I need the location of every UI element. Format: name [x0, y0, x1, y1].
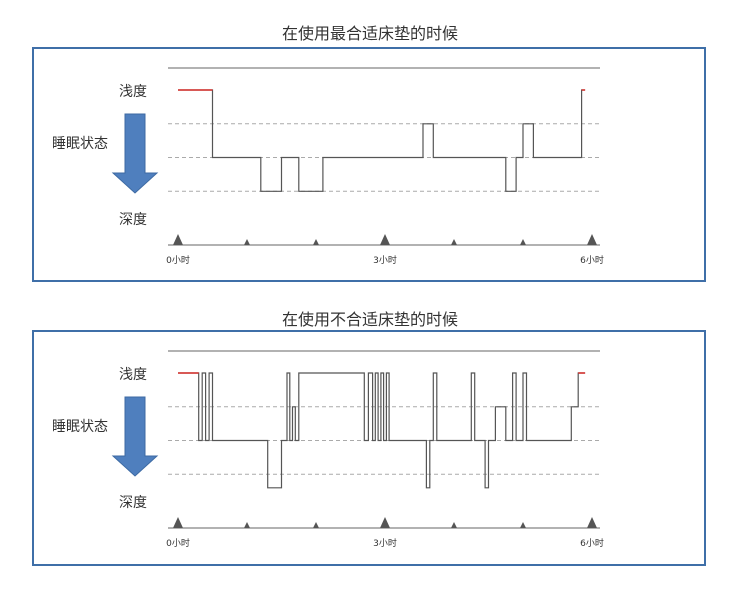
panel-1-frame [32, 47, 706, 282]
panel-1-title: 在使用最合适床垫的时候 [281, 24, 458, 43]
chart-2-tick-marker [244, 522, 250, 528]
chart-1-tick-marker [173, 234, 183, 245]
panel-2-title: 在使用不合适床垫的时候 [281, 310, 458, 329]
chart-1-y-label-deep: 深度 [119, 212, 147, 228]
chart-2-x-tick-label: 0小时 [166, 537, 190, 549]
chart-2-sleep-series-line [178, 372, 586, 489]
chart-2-tick-marker [520, 522, 526, 528]
chart-2-y-axis-title: 睡眠状态 [52, 419, 108, 435]
chart-1-y-axis-title: 睡眠状态 [52, 136, 108, 152]
chart-2-tick-marker [451, 522, 457, 528]
chart-2-down-arrow-icon [111, 396, 159, 477]
chart-1-tick-marker [451, 239, 457, 245]
chart-1-x-tick-label: 6小时 [580, 254, 604, 266]
chart-1-tick-marker [587, 234, 597, 245]
chart-2-tick-marker [587, 517, 597, 528]
chart-2-x-tick-label: 3小时 [373, 537, 397, 549]
chart-1-tick-marker [380, 234, 390, 245]
chart-1-sleep-series-line [178, 89, 586, 192]
chart-1-x-tick-label: 3小时 [373, 254, 397, 266]
chart-1-x-tick-label: 0小时 [166, 254, 190, 266]
chart-2-x-tick-label: 6小时 [580, 537, 604, 549]
chart-2-tick-marker [173, 517, 183, 528]
chart-1-tick-marker [244, 239, 250, 245]
chart-1-down-arrow-icon [111, 113, 159, 194]
panel-2-frame [32, 330, 706, 566]
chart-2-tick-marker [313, 522, 319, 528]
chart-2-tick-marker [380, 517, 390, 528]
chart-1-tick-marker [520, 239, 526, 245]
chart-1-tick-marker [313, 239, 319, 245]
chart-1-y-label-shallow: 浅度 [119, 84, 147, 100]
chart-2-y-label-deep: 深度 [119, 495, 147, 511]
chart-2-y-label-shallow: 浅度 [119, 367, 147, 383]
